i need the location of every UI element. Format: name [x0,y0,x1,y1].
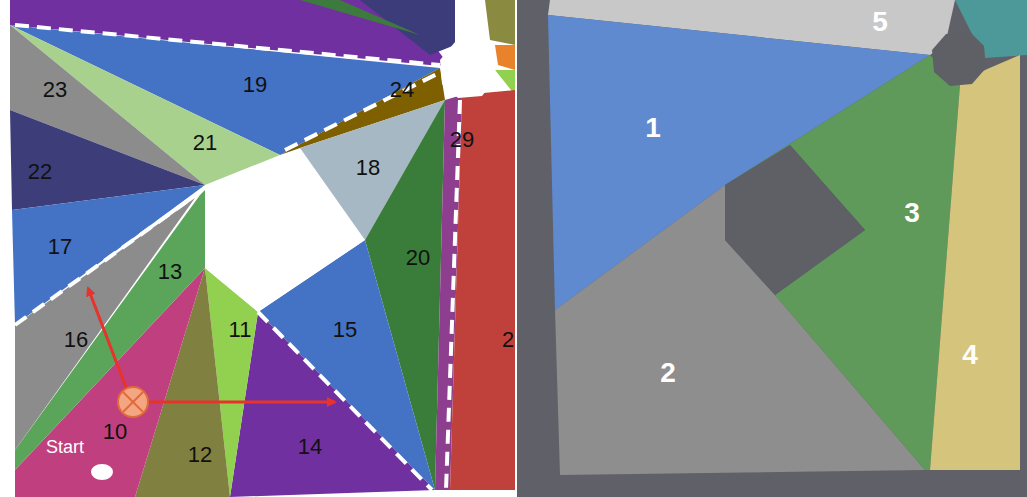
region-number: 2 [502,329,514,351]
region-number: 13 [158,261,182,283]
region-number: 23 [43,79,67,101]
region-number: 14 [298,436,322,458]
region-number: 18 [356,157,380,179]
region-number: 16 [64,329,88,351]
region-number: 12 [188,444,212,466]
region-number: 21 [193,132,217,154]
region-number: 20 [406,247,430,269]
region-number: 4 [962,341,978,369]
region-number: 19 [243,74,267,96]
region-number: 11 [229,319,252,341]
region-number: Start [46,438,84,456]
region-number: 29 [450,129,474,151]
region-number: 22 [28,161,52,183]
region-number: 2 [660,359,676,387]
region-number: 10 [103,421,127,443]
region-number: 17 [48,236,72,258]
region-number: 3 [904,199,920,227]
region-number: 1 [645,114,661,142]
region-number: 5 [872,8,888,36]
region-number: 15 [333,319,357,341]
region-number: 24 [390,79,414,101]
